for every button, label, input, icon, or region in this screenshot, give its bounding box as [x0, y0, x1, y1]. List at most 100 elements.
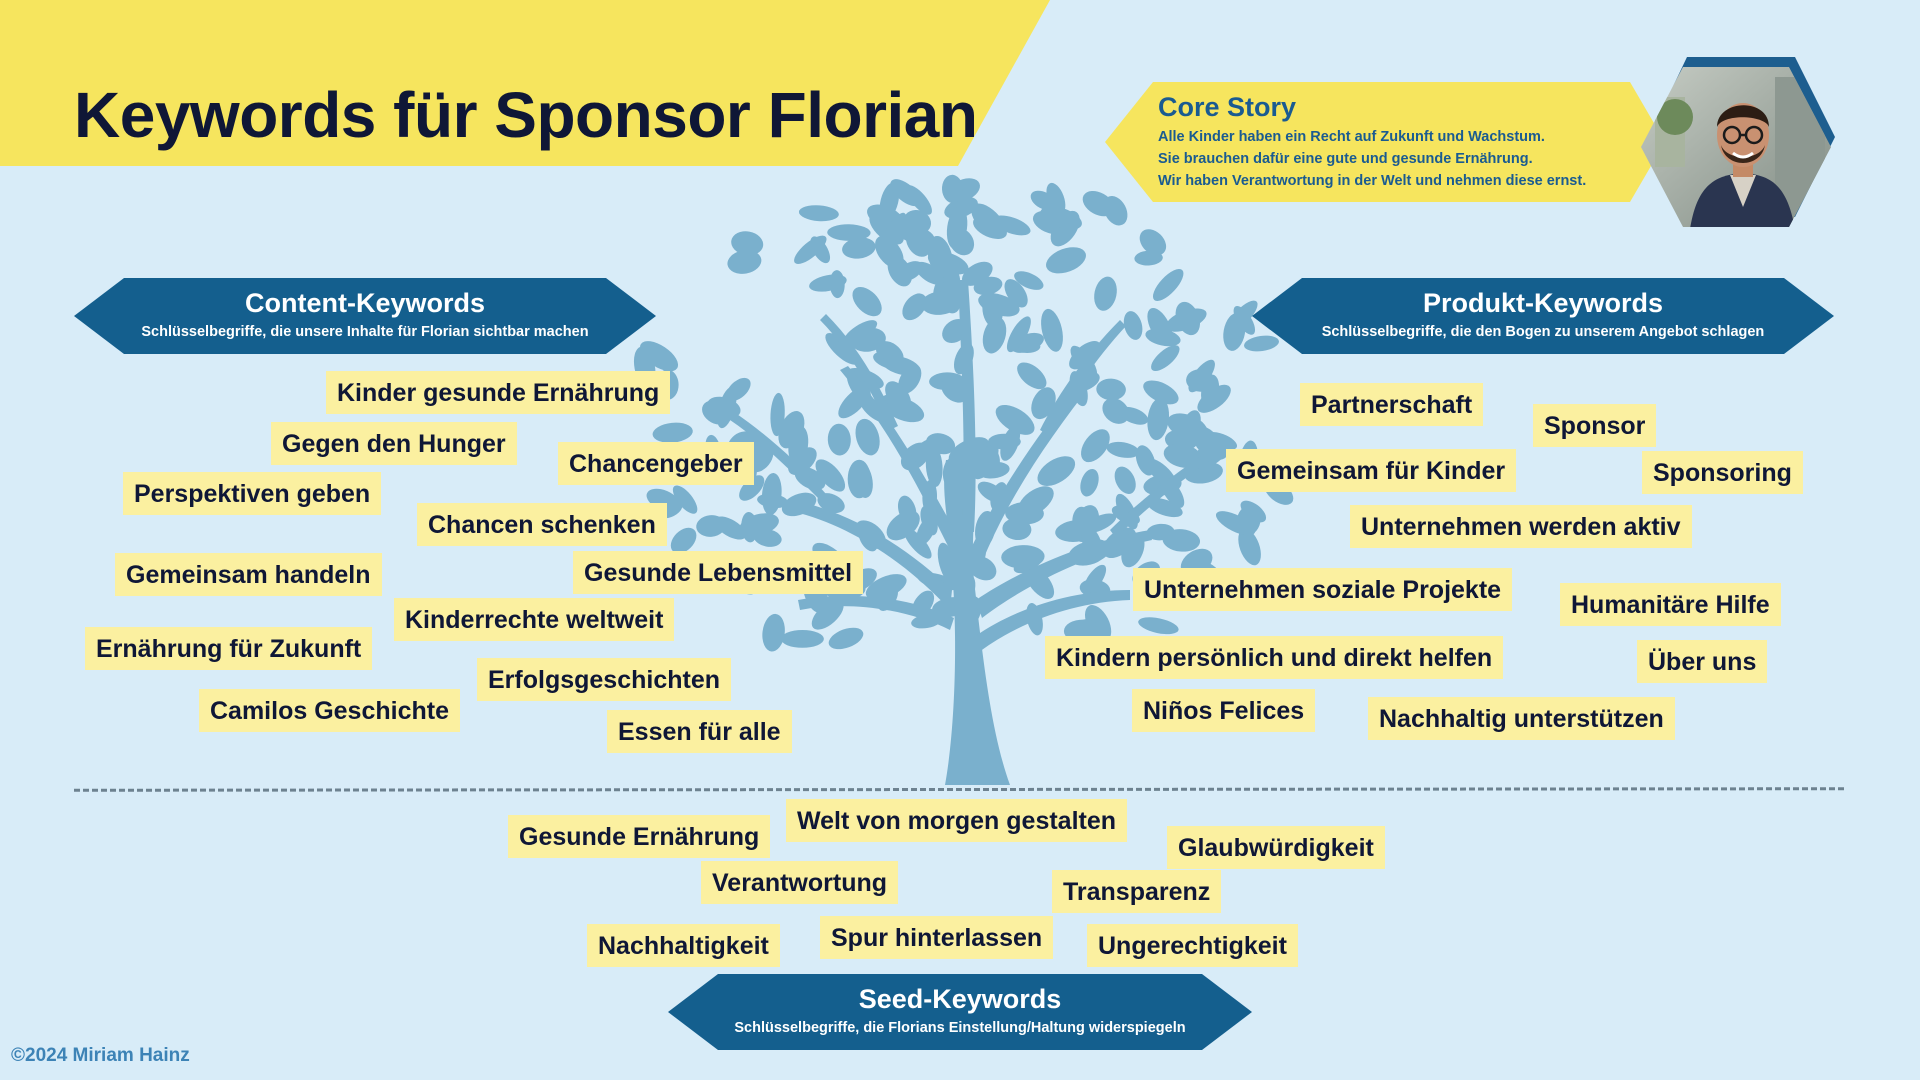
tree-leaf [1114, 466, 1136, 494]
content-keywords-banner: Content-Keywords Schlüsselbegriffe, die … [74, 278, 656, 354]
tree-leaf [973, 216, 1007, 239]
tree-leaf [1146, 497, 1183, 518]
tree-leaf [961, 261, 993, 286]
produkt-keyword: Unternehmen soziale Projekte [1133, 568, 1513, 611]
produkt-keyword: Partnerschaft [1300, 383, 1484, 426]
core-story-title: Core Story [1158, 92, 1297, 122]
tree-leaf [902, 293, 927, 321]
portrait-photo [1641, 57, 1835, 227]
tree-leaf [1238, 528, 1261, 566]
content-keyword: Gemeinsam handeln [115, 553, 382, 596]
tree-leaf [1134, 250, 1163, 266]
tree-leaf [1175, 301, 1201, 336]
produkt-keywords-title: Produkt-Keywords [1422, 288, 1664, 318]
core-story-line: Wir haben Verantwortung in der Welt und … [1158, 173, 1587, 189]
tree-leaf [702, 400, 731, 425]
tree-leaf [811, 599, 844, 630]
tree-leaf [1069, 341, 1101, 370]
content-keyword: Kinderrechte weltweit [394, 598, 675, 641]
seed-keyword: Verantwortung [701, 861, 899, 904]
tree-leaf [1147, 307, 1173, 345]
content-keyword: Perspektiven geben [123, 472, 382, 515]
tree-leaf [1147, 397, 1170, 441]
produkt-keyword: Sponsoring [1642, 451, 1803, 494]
tree-leaf [762, 613, 785, 652]
content-keyword: Chancen schenken [417, 503, 667, 546]
tree-leaf [977, 461, 1010, 479]
tree-leaf [982, 317, 1007, 354]
page-title: Keywords für Sponsor Florian [74, 79, 978, 151]
produkt-keyword: Unternehmen werden aktiv [1350, 505, 1692, 548]
seed-keyword: Spur hinterlassen [820, 916, 1054, 959]
tree-leaf [1139, 229, 1167, 256]
tree-leaf [1083, 564, 1107, 594]
produkt-keyword: Über uns [1637, 640, 1768, 683]
tree-leaf [753, 528, 782, 547]
tree-leaf [897, 495, 917, 525]
tree-leaf [843, 320, 878, 345]
tree-leaf [921, 291, 960, 315]
content-keyword: Essen für alle [607, 710, 792, 753]
tree-leaf [1180, 410, 1201, 443]
seed-keyword: Ungerechtigkeit [1087, 924, 1298, 967]
content-keywords-subtitle: Schlüsselbegriffe, die unsere Inhalte fü… [141, 324, 589, 340]
tree-leaf [909, 437, 938, 463]
content-keyword: Kinder gesunde Ernährung [326, 371, 671, 414]
produkt-keyword: Sponsor [1533, 404, 1657, 447]
core-story-line: Sie brauchen dafür eine gute und gesunde… [1158, 151, 1533, 167]
copyright-credit: ©2024 Miriam Hainz [11, 1045, 190, 1066]
content-keywords-title: Content-Keywords [244, 288, 485, 318]
tree-leaf [1106, 441, 1140, 458]
content-keyword: Ernährung für Zukunft [85, 627, 373, 670]
tree-leaf [1080, 468, 1099, 497]
tree-leaf [778, 411, 805, 449]
tree-leaf [1138, 617, 1179, 635]
seed-keywords-banner: Seed-Keywords Schlüsselbegriffe, die Flo… [668, 974, 1252, 1050]
tree-leaf [1096, 378, 1126, 401]
seed-keyword: Transparenz [1052, 870, 1222, 913]
tree-leaf [881, 355, 921, 376]
tree-leaf [1244, 335, 1279, 352]
seed-keywords-title: Seed-Keywords [858, 984, 1062, 1014]
core-story-line: Alle Kinder haben ein Recht auf Zukunft … [1158, 129, 1545, 145]
tree-leaf [1001, 545, 1045, 569]
tree-leaf [842, 237, 876, 259]
tree-leaf [1152, 268, 1184, 302]
produkt-keywords-banner: Produkt-Keywords Schlüsselbegriffe, die … [1252, 278, 1834, 354]
tree-leaf [1040, 206, 1082, 230]
tree-leaf [741, 512, 758, 543]
tree-leaf [1014, 271, 1044, 290]
tree-leaf [925, 445, 943, 488]
content-keyword: Camilos Geschichte [199, 689, 460, 732]
tree-leaf [1236, 505, 1261, 536]
tree-leaf [672, 485, 698, 514]
title-band [0, 0, 1060, 168]
produkt-keyword: Niños Felices [1132, 689, 1316, 732]
tree-leaf [1041, 308, 1063, 352]
produkt-keyword: Kindern persönlich und direkt helfen [1045, 636, 1504, 679]
tree-leaf [941, 377, 968, 403]
tree-leaf [780, 629, 824, 648]
tree-leaf [915, 261, 945, 285]
tree-leaf [1162, 529, 1201, 552]
tree-leaf [995, 404, 1035, 435]
produkt-keyword: Nachhaltig unterstützen [1368, 697, 1675, 740]
content-keyword: Erfolgsgeschichten [477, 658, 731, 701]
seed-keyword: Welt von morgen gestalten [786, 799, 1128, 842]
tree-leaf [1037, 456, 1076, 486]
tree-leaf [827, 423, 851, 456]
tree-leaf [1081, 429, 1110, 463]
produkt-keyword: Humanitäre Hilfe [1560, 583, 1781, 626]
tree-leaf [731, 231, 764, 256]
tree-leaf [1031, 387, 1056, 420]
tree-leaf [1163, 443, 1202, 468]
tree-leaf [1186, 369, 1215, 392]
tree-leaf [855, 418, 880, 456]
tree-leaf [798, 205, 839, 222]
tree-leaf [1094, 276, 1117, 311]
seed-keyword: Glaubwürdigkeit [1167, 826, 1385, 869]
tree-leaf [817, 493, 845, 514]
tree-leaf [748, 444, 774, 473]
tree-leaf [1000, 425, 1021, 461]
